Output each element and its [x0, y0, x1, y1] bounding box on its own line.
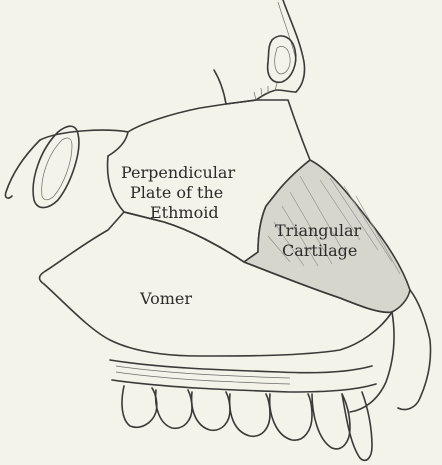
teeth-row [122, 386, 372, 460]
nose-outline [398, 290, 431, 410]
tooth [230, 394, 270, 436]
cribriform-ridge [214, 70, 296, 104]
sphenoid-cell [33, 126, 79, 207]
sphenoid-left [5, 140, 40, 198]
frontal-sinus [268, 36, 296, 82]
vomer-label: Vomer [139, 289, 192, 308]
perpendicular-label-line2: Plate of the [130, 183, 223, 202]
columella [350, 312, 394, 412]
tooth [312, 394, 350, 449]
tooth [342, 392, 372, 460]
palate-bottom [112, 380, 376, 392]
triangular-label-line2: Cartilage [282, 241, 357, 260]
perpendicular-label-line1: Perpendicular [121, 163, 235, 182]
palate-top [110, 360, 372, 373]
tooth [122, 386, 157, 427]
tooth [156, 390, 192, 428]
perpendicular-label-line3: Ethmoid [150, 203, 219, 222]
frontal-sinus-inner [275, 46, 290, 74]
triangular-label-line1: Triangular [275, 221, 361, 240]
tooth [270, 394, 312, 440]
tooth [192, 392, 230, 430]
sphenoid-sinus [40, 130, 128, 156]
